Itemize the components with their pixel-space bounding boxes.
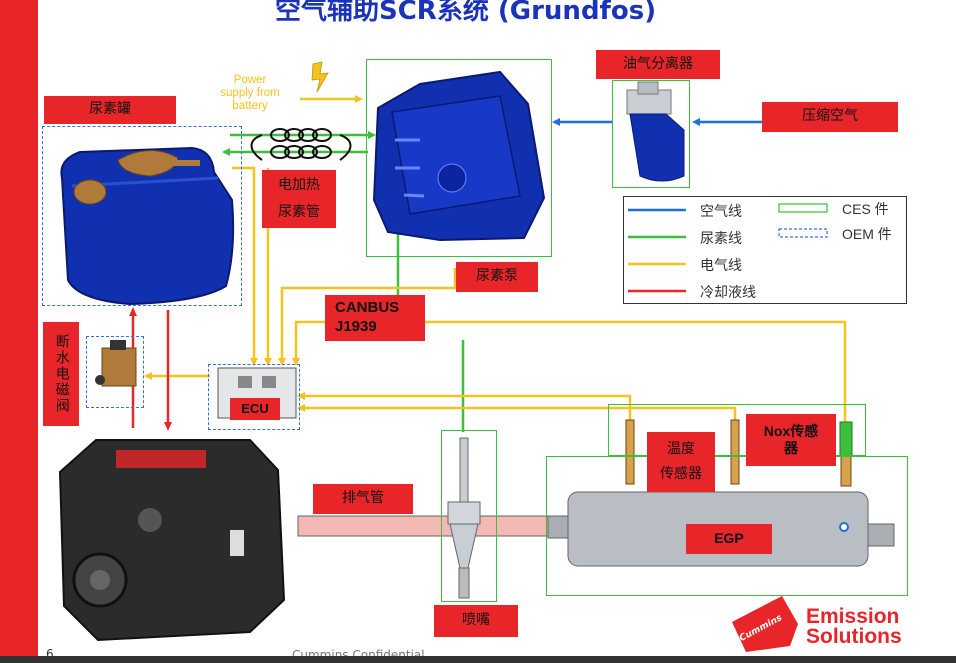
legend-lines [628, 208, 686, 293]
compressed-air-label: 压缩空气 [762, 102, 898, 132]
legend-oem: OEM 件 [842, 226, 892, 242]
legend-coolant: 冷却液线 [700, 285, 756, 301]
legend-ces: CES 件 [842, 201, 889, 217]
urea-pump-ces-outline [366, 59, 552, 257]
urea-tank-icon [60, 146, 235, 306]
ecu-oem-outline [208, 364, 300, 430]
heated-line-label: 电加热 尿素管 [262, 170, 336, 228]
urea-pump-icon [372, 70, 546, 242]
egp-ces-outline [546, 456, 908, 596]
engine-icon [58, 439, 286, 642]
valve-oem-outline [86, 336, 144, 408]
shutoff-valve-label: 断水电磁阀 [43, 322, 79, 426]
urea-pump-label: 尿素泵 [456, 262, 538, 292]
legend-electric: 电气线 [700, 258, 742, 274]
lightning-icon [311, 61, 329, 93]
brand-wordmark: Emission Solutions [806, 605, 902, 648]
temp-sensor-label: 温度 传感器 [647, 432, 715, 492]
legend-urea: 尿素线 [700, 231, 742, 247]
page-number: 6 [46, 647, 54, 661]
sensors-ces-outline [608, 404, 866, 456]
egp-label: EGP [686, 524, 772, 554]
legend-oem-swatch [778, 228, 828, 238]
shutoff-valve-icon [95, 340, 137, 387]
legend-ces-swatch [778, 203, 828, 213]
legend-box [623, 196, 907, 304]
electric-lines [152, 97, 847, 422]
nozzle-ces-outline [441, 430, 497, 602]
urea-tank-oem-outline [42, 126, 242, 306]
separator-label: 油气分离器 [596, 50, 720, 79]
cummins-logo-icon [732, 596, 798, 652]
heated-line-coil-icon [250, 128, 352, 161]
ecu-label: ECU [230, 398, 280, 420]
exhaust-pipe-icon [297, 515, 551, 537]
nox-sensor-icon [839, 421, 853, 487]
temp-sensor-icons [625, 419, 740, 485]
nozzle-icon [447, 437, 481, 599]
separator-icon [626, 81, 685, 182]
separator-ces-outline [612, 80, 690, 188]
nox-sensor-label: Nox传感 器 [746, 414, 836, 466]
legend-air: 空气线 [700, 204, 742, 220]
exhaust-pipe-label: 排气管 [313, 484, 413, 514]
canbus-label: CANBUS J1939 [325, 295, 425, 341]
urea-tank-label: 尿素罐 [44, 96, 176, 124]
nozzle-label: 喷嘴 [434, 605, 518, 637]
page-title: 空气辅助SCR系统 (Grundfos) [275, 0, 657, 26]
bottom-bar [0, 656, 956, 663]
left-accent-bar [0, 0, 38, 663]
power-supply-label: Power supply from battery [220, 74, 280, 113]
